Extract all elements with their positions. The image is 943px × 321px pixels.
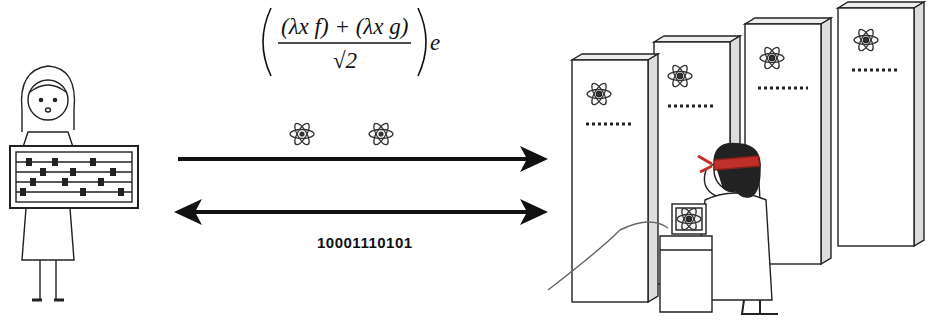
- formula-denominator: √2: [333, 48, 357, 73]
- quantum-racks: [548, 2, 924, 302]
- blindfolded-scientist: [660, 143, 778, 314]
- girl-with-abacus: [10, 66, 138, 300]
- formula-symbols: [263, 8, 426, 76]
- classical-arrow: [174, 199, 548, 225]
- bit-string: 10001110101: [317, 234, 413, 251]
- quantum-arrow: [178, 121, 548, 172]
- formula-numerator: (λx f) + (λx g): [281, 14, 408, 39]
- formula-factor: e: [430, 30, 440, 55]
